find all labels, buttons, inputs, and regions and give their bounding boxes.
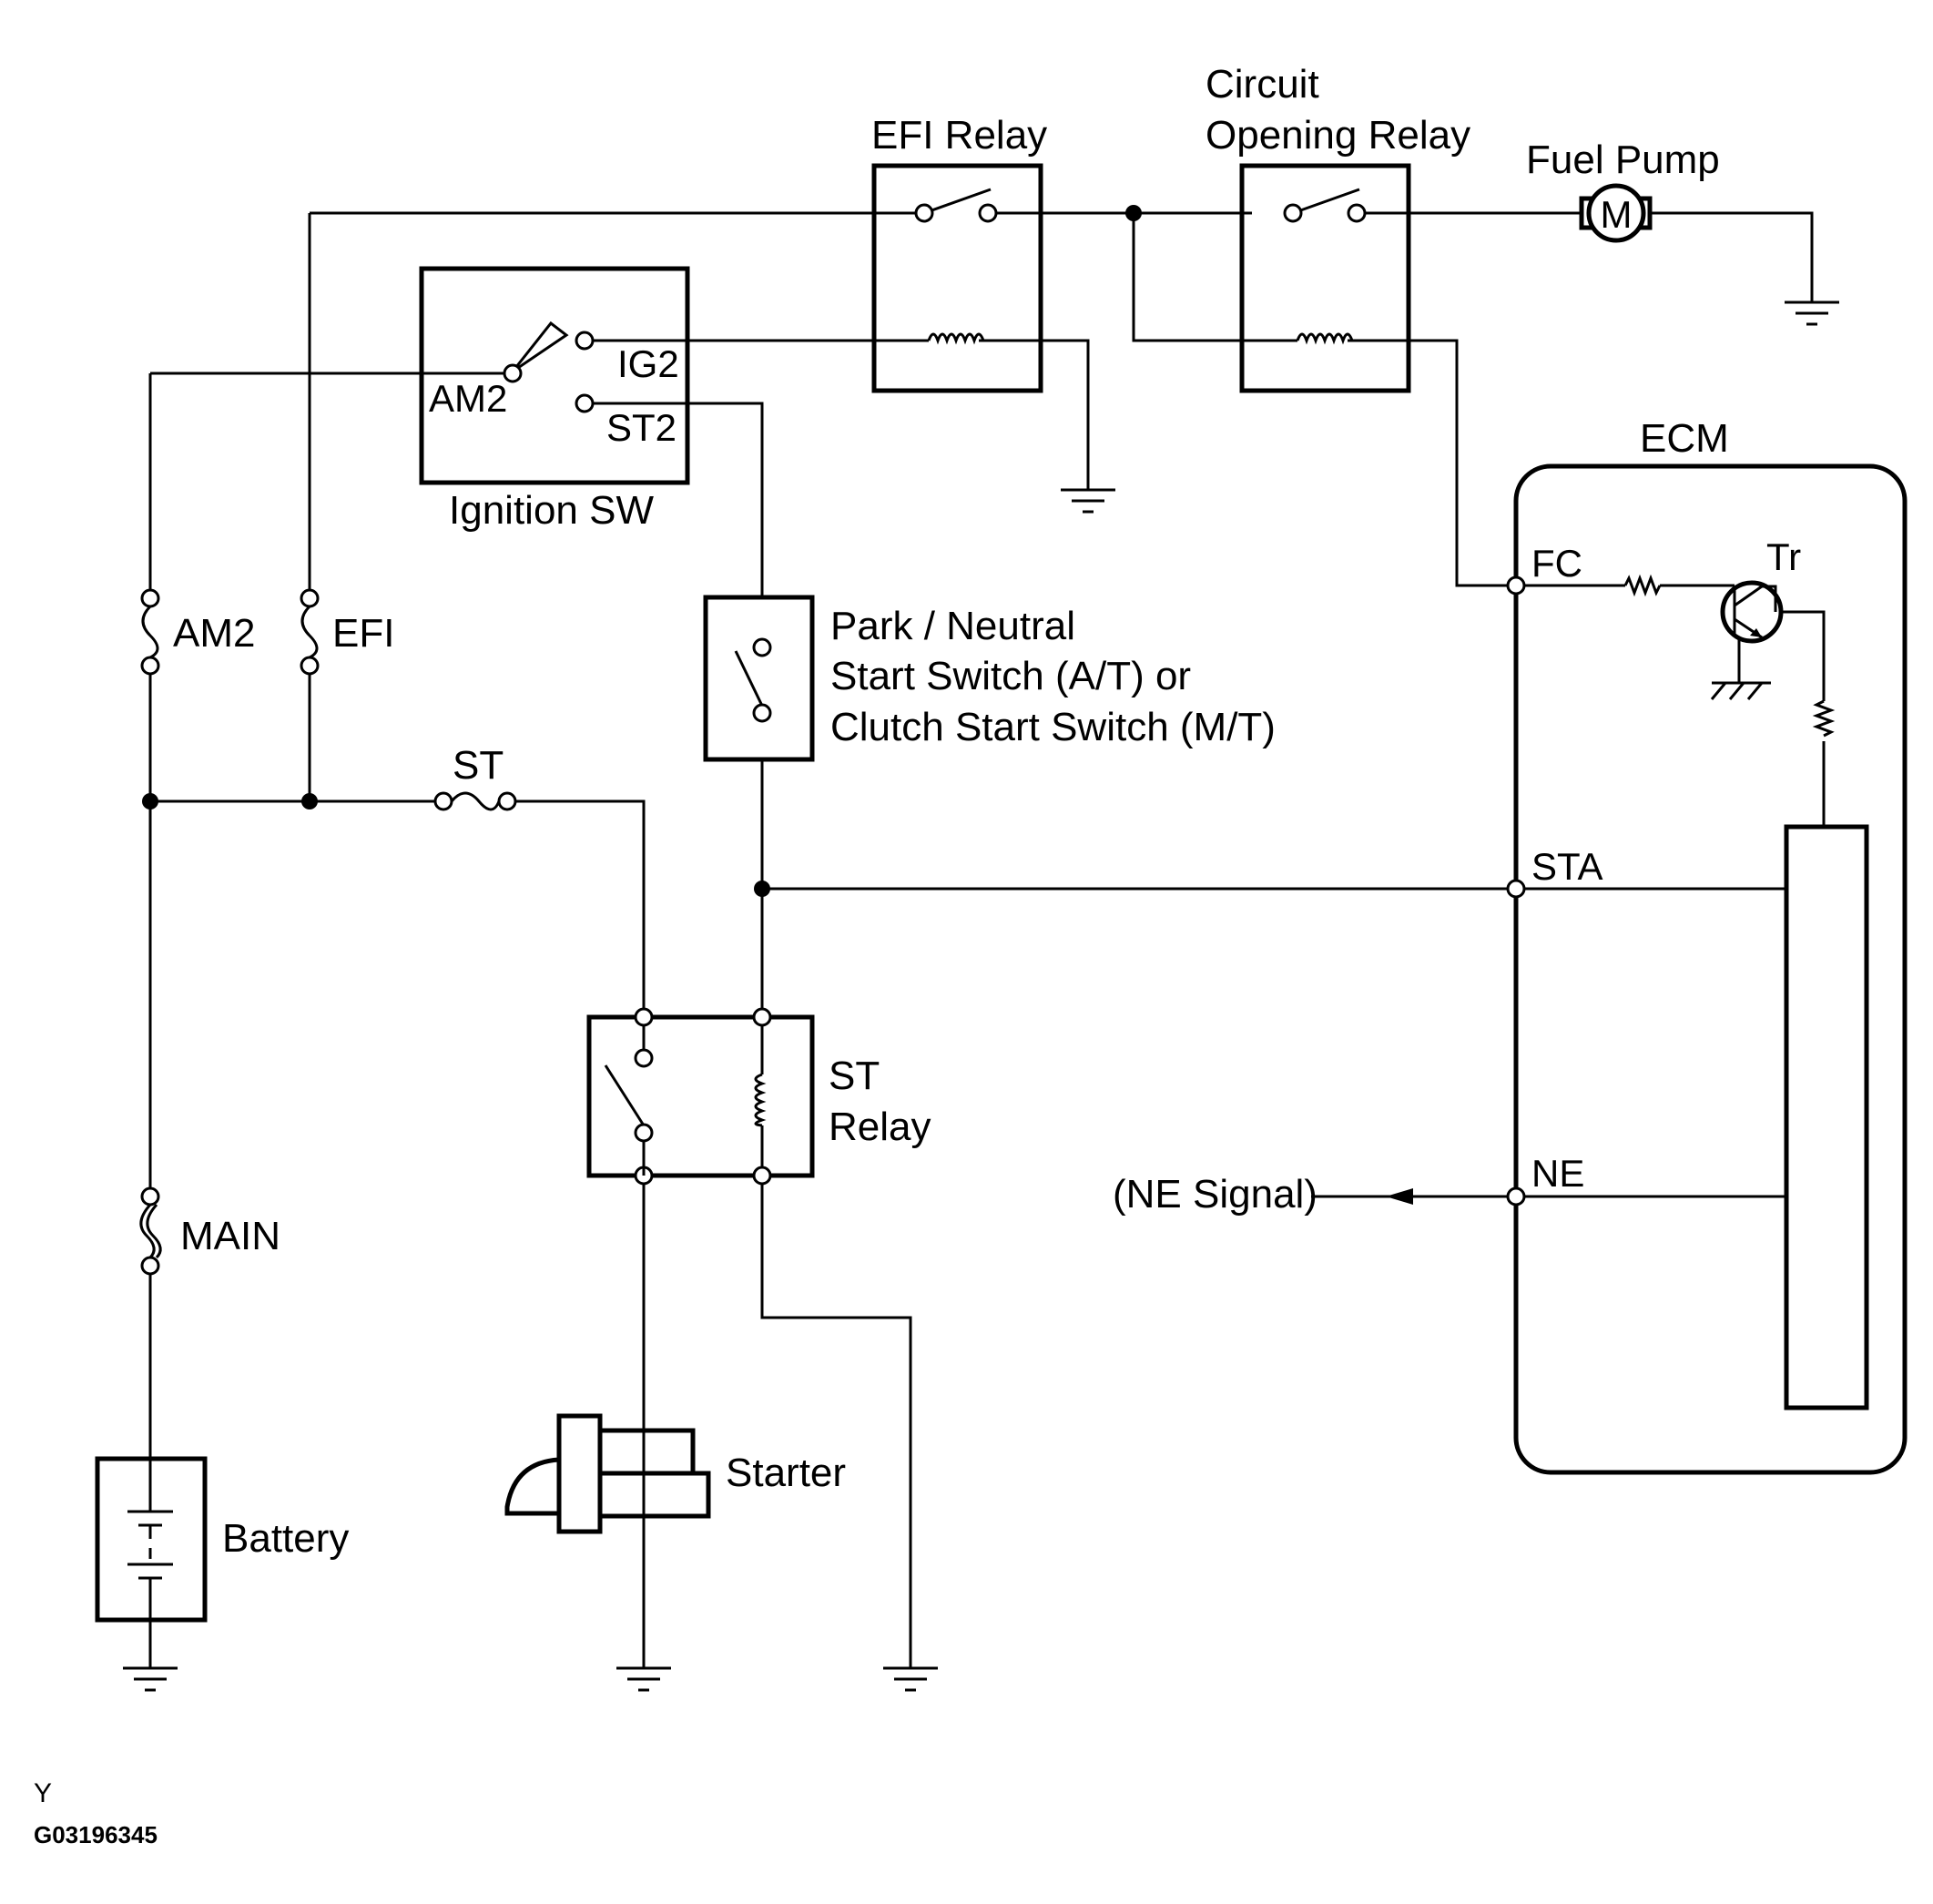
ground-starter [616,1666,671,1692]
battery: Battery [95,1456,349,1623]
park-neutral-label-1: Park / Neutral [830,604,1075,648]
ecm-tr-label: Tr [1766,535,1801,578]
corner-code: Y [34,1778,52,1808]
park-neutral-start-switch: Park / Neutral Start Switch (A/T) or Clu… [703,595,1276,762]
ground-fuel-pump [1785,300,1839,326]
ecm-label: ECM [1640,416,1729,461]
fuse-st-label: ST [453,743,504,788]
ground-transistor [1710,681,1771,700]
junctions [142,205,1142,897]
st-relay-label-1: ST [829,1054,880,1098]
fuse-st: ST [433,743,517,811]
fuse-efi-label: EFI [332,611,394,656]
ignition-ig2-terminal: IG2 [617,342,679,385]
battery-label: Battery [222,1516,349,1561]
ground-battery [123,1666,178,1692]
fuse-am2: AM2 [140,588,255,676]
ecm: ECM FC Tr STA NE [1506,416,1908,1475]
ignition-switch: AM2 IG2 ST2 Ignition SW [419,266,690,533]
fuse-efi: EFI [300,588,394,676]
st-relay-label-2: Relay [829,1105,931,1149]
fuel-pump: M Fuel Pump [1526,137,1720,243]
wires [148,211,1826,1668]
park-neutral-label-2: Start Switch (A/T) or [830,654,1191,698]
park-neutral-label-3: Clutch Start Switch (M/T) [830,705,1276,749]
fuel-pump-motor-symbol: M [1601,193,1633,236]
fuse-am2-label: AM2 [173,611,255,656]
circuit-opening-relay: Circuit Opening Relay [1206,62,1470,393]
fuse-main-label: MAIN [180,1214,280,1258]
ignition-am2-terminal: AM2 [429,377,507,420]
efi-relay-label: EFI Relay [871,113,1047,158]
ne-signal-label: (NE Signal) [1113,1172,1317,1217]
circuit-opening-relay-label-1: Circuit [1206,62,1319,107]
ground-efi-relay [1061,488,1115,514]
ne-signal-arrow-icon [1386,1188,1413,1205]
ignition-st2-terminal: ST2 [606,406,677,449]
ground-st-relay [883,1666,938,1692]
st-relay: ST Relay [586,1007,931,1186]
starter: Starter [504,1413,846,1534]
figure-code: G03196345 [34,1821,158,1848]
starter-label: Starter [726,1451,846,1495]
ecm-fc-pin: FC [1531,542,1582,585]
efi-relay: EFI Relay [871,113,1047,393]
fuse-main: MAIN [139,1186,280,1276]
ecm-sta-pin: STA [1531,845,1603,888]
ecm-ne-pin: NE [1531,1152,1584,1195]
ne-signal: (NE Signal) [1113,1172,1413,1217]
fuel-pump-label: Fuel Pump [1526,137,1720,182]
ignition-switch-label: Ignition SW [449,488,654,533]
circuit-opening-relay-label-2: Opening Relay [1206,113,1470,158]
